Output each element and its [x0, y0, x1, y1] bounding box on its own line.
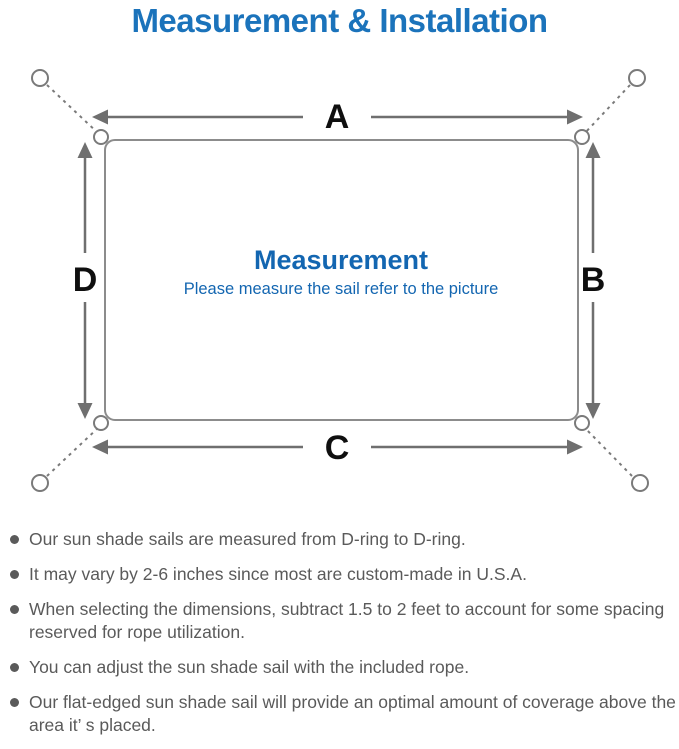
dimension-label-d: D — [73, 261, 98, 299]
bullet-icon — [10, 663, 19, 672]
anchor-ring-bottom-left — [31, 474, 49, 492]
anchor-ring-top-right — [628, 69, 646, 87]
rope-dashed-line-bottom-right — [583, 426, 633, 477]
list-item: You can adjust the sun shade sail with t… — [10, 656, 677, 679]
arrow-left-icon — [92, 439, 108, 455]
arrow-down-icon — [77, 403, 93, 419]
rope-dashed-line-bottom-left — [46, 426, 100, 477]
note-text: You can adjust the sun shade sail with t… — [29, 657, 470, 677]
note-text: It may vary by 2-6 inches since most are… — [29, 564, 527, 584]
bullet-icon — [10, 698, 19, 707]
dimension-label-b: B — [581, 261, 606, 299]
arrow-right-icon — [567, 109, 583, 125]
bullet-icon — [10, 570, 19, 579]
diagram-center-subtitle: Please measure the sail refer to the pic… — [184, 280, 499, 298]
note-text: Our sun shade sails are measured from D-… — [29, 529, 466, 549]
dimension-b: B — [581, 142, 606, 419]
d-ring-top-left — [93, 129, 109, 145]
list-item: Our sun shade sails are measured from D-… — [10, 528, 677, 551]
dimension-a: A — [92, 98, 583, 136]
d-ring-bottom-right — [574, 415, 590, 431]
d-ring-top-right — [574, 129, 590, 145]
list-item: Our flat-edged sun shade sail will provi… — [10, 691, 677, 737]
arrow-up-icon — [585, 142, 601, 158]
note-text: When selecting the dimensions, subtract … — [29, 599, 665, 642]
sail-rectangle — [104, 139, 579, 421]
rope-dashed-line-top-left — [46, 84, 100, 135]
dimension-label-c: C — [325, 429, 350, 467]
arrow-left-icon — [92, 109, 108, 125]
page-title: Measurement & Installation — [131, 2, 548, 39]
dimension-label-a: A — [325, 98, 350, 136]
measurement-diagram: A C D B Measurement Please meas — [0, 55, 679, 525]
d-ring-bottom-left — [93, 415, 109, 431]
note-text: Our flat-edged sun shade sail will provi… — [29, 692, 676, 735]
arrow-up-icon — [77, 142, 93, 158]
arrow-down-icon — [585, 403, 601, 419]
notes-list: Our sun shade sails are measured from D-… — [10, 528, 677, 749]
rope-dashed-line-top-right — [583, 84, 631, 135]
list-item: It may vary by 2-6 inches since most are… — [10, 563, 677, 586]
dimension-c: C — [92, 429, 583, 467]
anchor-ring-bottom-right — [631, 474, 649, 492]
dimension-d: D — [73, 142, 98, 419]
anchor-ring-top-left — [31, 69, 49, 87]
diagram-center-title: Measurement — [254, 245, 428, 275]
bullet-icon — [10, 535, 19, 544]
bullet-icon — [10, 605, 19, 614]
list-item: When selecting the dimensions, subtract … — [10, 598, 677, 644]
arrow-right-icon — [567, 439, 583, 455]
